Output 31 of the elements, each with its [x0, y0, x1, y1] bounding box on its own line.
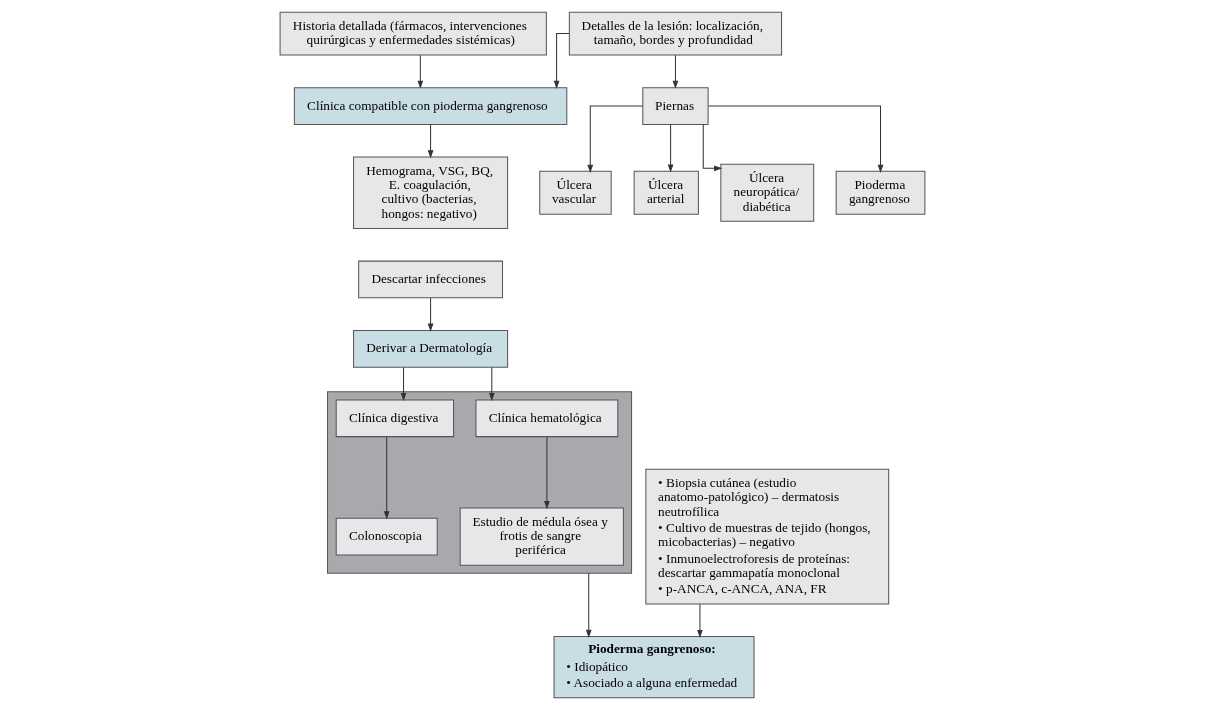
node-box: Hemograma, VSG, BQ, E. coagulación, cultivo (bacterias, hongos: negativo) — [353, 156, 509, 229]
node-box: Úlcera arterial — [633, 170, 699, 215]
arrow — [587, 105, 644, 173]
node-box: Detalles de la lesión: localización, tamaño, bordes y profundidad — [568, 11, 783, 56]
arrow — [544, 436, 550, 510]
arrow — [383, 436, 390, 520]
arrow — [585, 572, 592, 638]
node-box: Úlcera vascular — [539, 170, 612, 215]
node-box: Colonoscopia — [335, 517, 438, 556]
arrow — [702, 124, 723, 172]
node-box: Derivar a Dermatología — [353, 330, 509, 368]
node-box: Clínica digestiva — [335, 399, 455, 438]
arrow — [707, 105, 884, 173]
arrow — [417, 54, 424, 89]
arrow — [488, 366, 495, 402]
arrow — [427, 123, 434, 159]
arrow — [697, 603, 703, 639]
node-box: Piernas — [642, 87, 709, 125]
node-box: Estudio de médula ósea y frotis de sangre periférica — [459, 507, 624, 566]
arrow — [667, 123, 674, 173]
arrow — [672, 54, 679, 89]
node-box: Descartar infecciones — [358, 260, 503, 299]
node-box: Clínica hematológica — [475, 399, 619, 438]
node-box: Historia detallada (fármacos, intervenciones quirúrgicas y enfermedades sistémicas) — [279, 11, 547, 56]
node-box: Pioderma gangrenoso — [835, 170, 926, 215]
node-box: Pioderma gangrenoso: • Idiopático • Asociado a alguna enfermedad — [553, 636, 755, 699]
node-box: • Biopsia cutánea (estudio anatomo-patológico) – dermatosis neutrofílica • Cultivo de muestras de tejido (hongos, micobacterias) – negativo • Inmunoelectroforesis de proteínas: descartar gammapatía monoclonal • p-ANCA, c-ANCA, ANA, FR — [645, 468, 890, 605]
node-box: Clínica compatible con pioderma gangrenoso — [293, 87, 568, 125]
arrow — [427, 297, 434, 332]
arrow — [400, 366, 407, 402]
node-box: Úlcera neuropática/ diabética — [720, 163, 815, 222]
